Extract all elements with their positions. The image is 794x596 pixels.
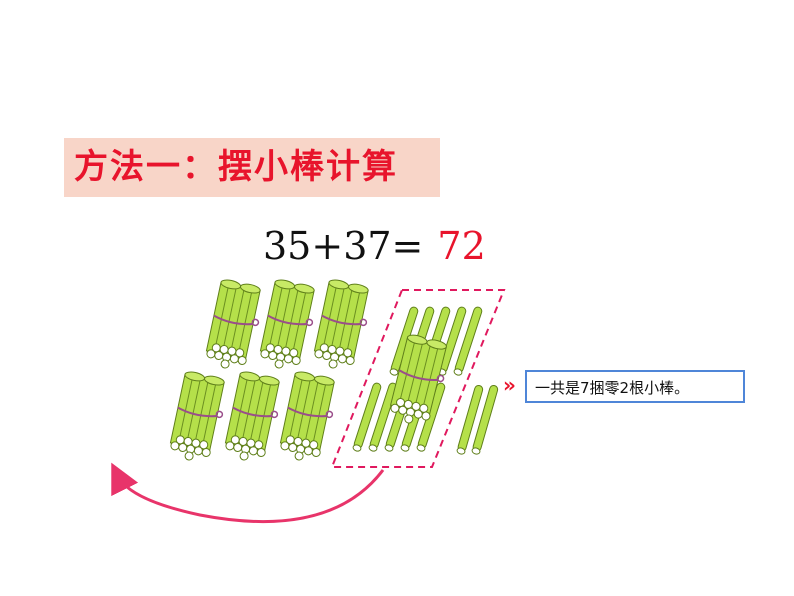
note-box: 一共是7捆零2根小棒。 — [525, 370, 745, 403]
stick-bundle-icon — [256, 277, 321, 374]
curved-arrow-icon — [111, 462, 385, 524]
stick-bundle-icon — [202, 277, 267, 374]
stick-bundle-icon — [166, 369, 231, 466]
stick-bundle-icon — [310, 277, 375, 374]
title-banner: 方法一：摆小棒计算 — [64, 138, 440, 197]
equation-expression: 35+37= — [263, 224, 424, 268]
title-text: 方法一：摆小棒计算 — [74, 147, 398, 187]
note-text: 一共是7捆零2根小棒。 — [535, 379, 690, 397]
equation: 35+37= 72 — [263, 220, 486, 272]
equation-answer: 72 — [437, 224, 486, 268]
grouping-dashed-box — [330, 289, 506, 468]
stick-bundle-icon — [276, 369, 341, 466]
stick-bundle-icon — [221, 369, 286, 466]
double-chevron-icon: » — [503, 373, 516, 397]
